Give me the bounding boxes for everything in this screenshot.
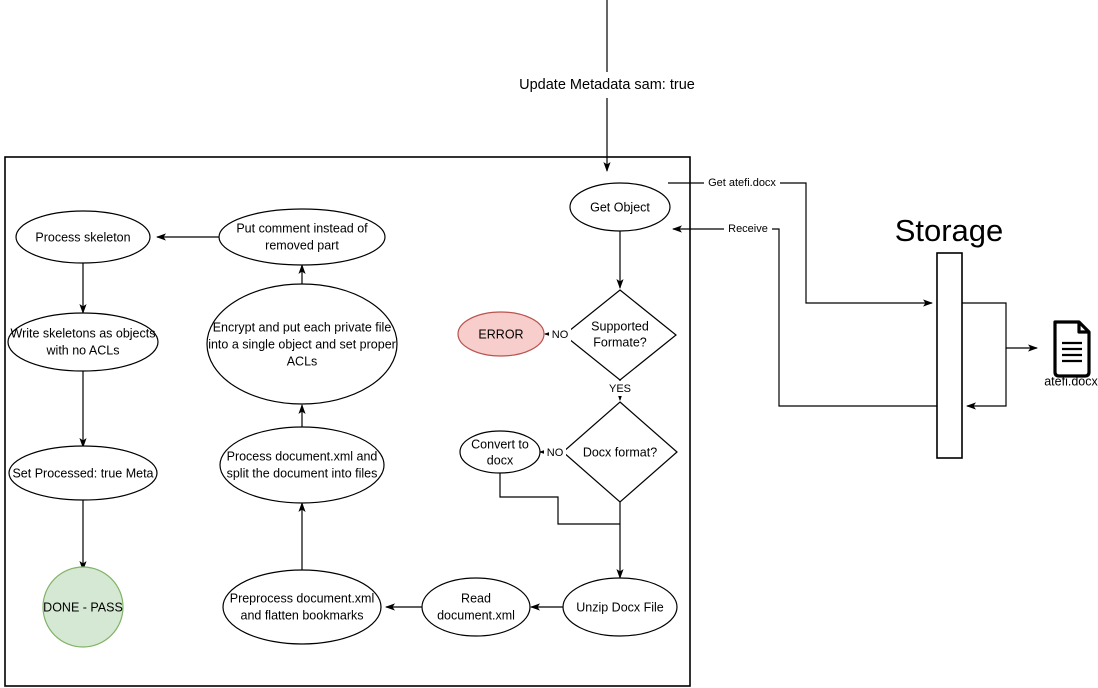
node-read-document-xml-label-2: document.xml <box>437 608 515 622</box>
node-preprocess-document-xml[interactable]: Preprocess document.xml and flatten book… <box>222 569 382 645</box>
storage-bar <box>936 252 963 459</box>
node-unzip-docx-file[interactable]: Unzip Docx File <box>562 577 678 637</box>
node-unzip-docx-file-label: Unzip Docx File <box>576 600 664 614</box>
edge-label-supported-no: NO <box>549 327 571 342</box>
edge-convert-unzip <box>499 472 620 525</box>
edge-label-supported-yes: YES <box>606 381 634 396</box>
svg-text:NO: NO <box>547 447 564 459</box>
node-convert-to-docx[interactable]: Convert to docx <box>459 430 541 474</box>
edge-receive <box>672 225 937 407</box>
node-preprocess-label-2: and flatten bookmarks <box>241 608 364 622</box>
node-process-skeleton[interactable]: Process skeleton <box>15 210 151 264</box>
processing-container <box>4 156 691 687</box>
edge-label-get-file: Get atefi.docx <box>704 176 780 190</box>
node-supported-format[interactable]: Supported Formate? <box>563 289 677 381</box>
node-supported-format-label-2: Formate? <box>593 335 647 349</box>
svg-text:NO: NO <box>552 329 569 341</box>
node-error[interactable]: ERROR <box>457 311 545 357</box>
node-write-skeletons[interactable]: Write skeletons as objects with no ACLs <box>7 312 159 372</box>
node-put-comment-label-2: removed part <box>265 238 339 252</box>
node-convert-to-docx-label-1: Convert to <box>471 437 529 451</box>
node-encrypt-private-files[interactable]: Encrypt and put each private file into a… <box>206 283 398 405</box>
node-put-comment-label-1: Put comment instead of <box>236 221 368 235</box>
node-read-document-xml[interactable]: Read document.xml <box>421 577 531 637</box>
node-get-object[interactable]: Get Object <box>569 182 671 232</box>
node-docx-format-label: Docx format? <box>583 445 657 459</box>
node-done-pass-label: DONE - PASS <box>43 600 123 614</box>
node-write-skeletons-label-1: Write skeletons as objects <box>11 326 156 340</box>
node-put-comment[interactable]: Put comment instead of removed part <box>218 208 386 266</box>
node-process-label-1: Process document.xml and <box>227 449 378 463</box>
node-encrypt-label-3: ACLs <box>287 354 318 368</box>
node-set-processed-label: Set Processed: true Meta <box>12 466 153 480</box>
svg-text:Receive: Receive <box>728 223 768 235</box>
node-get-object-label: Get Object <box>590 200 650 214</box>
edge-file-to-storage <box>966 348 1007 410</box>
docx-file-label: atefi.docx <box>1044 374 1098 388</box>
update-metadata-label: Update Metadata sam: true <box>519 77 695 93</box>
docx-file-icon <box>1053 320 1091 378</box>
node-error-label: ERROR <box>478 327 523 341</box>
node-set-processed[interactable]: Set Processed: true Meta <box>8 445 158 501</box>
node-convert-to-docx-label-2: docx <box>487 453 514 467</box>
edge-get-file <box>668 182 933 307</box>
node-encrypt-label-2: into a single object and set proper <box>208 337 396 351</box>
node-preprocess-label-1: Preprocess document.xml <box>230 591 375 605</box>
svg-text:YES: YES <box>609 383 631 395</box>
storage-title: Storage <box>895 213 1004 248</box>
node-write-skeletons-label-2: with no ACLs <box>46 343 120 357</box>
edge-label-receive: Receive <box>724 222 772 236</box>
node-supported-format-label-1: Supported <box>591 319 649 333</box>
node-process-label-2: split the document into files <box>227 466 378 480</box>
node-process-document-xml[interactable]: Process document.xml and split the docum… <box>219 426 385 504</box>
edge-label-docx-no: NO <box>544 445 566 460</box>
node-read-document-xml-label-1: Read <box>461 591 491 605</box>
node-encrypt-label-1: Encrypt and put each private file <box>213 320 392 334</box>
node-done-pass[interactable]: DONE - PASS <box>42 566 124 648</box>
node-process-skeleton-label: Process skeleton <box>35 230 130 244</box>
node-docx-format[interactable]: Docx format? <box>562 401 678 503</box>
svg-text:Get atefi.docx: Get atefi.docx <box>708 177 776 189</box>
edge-storage-to-file <box>962 302 1038 352</box>
